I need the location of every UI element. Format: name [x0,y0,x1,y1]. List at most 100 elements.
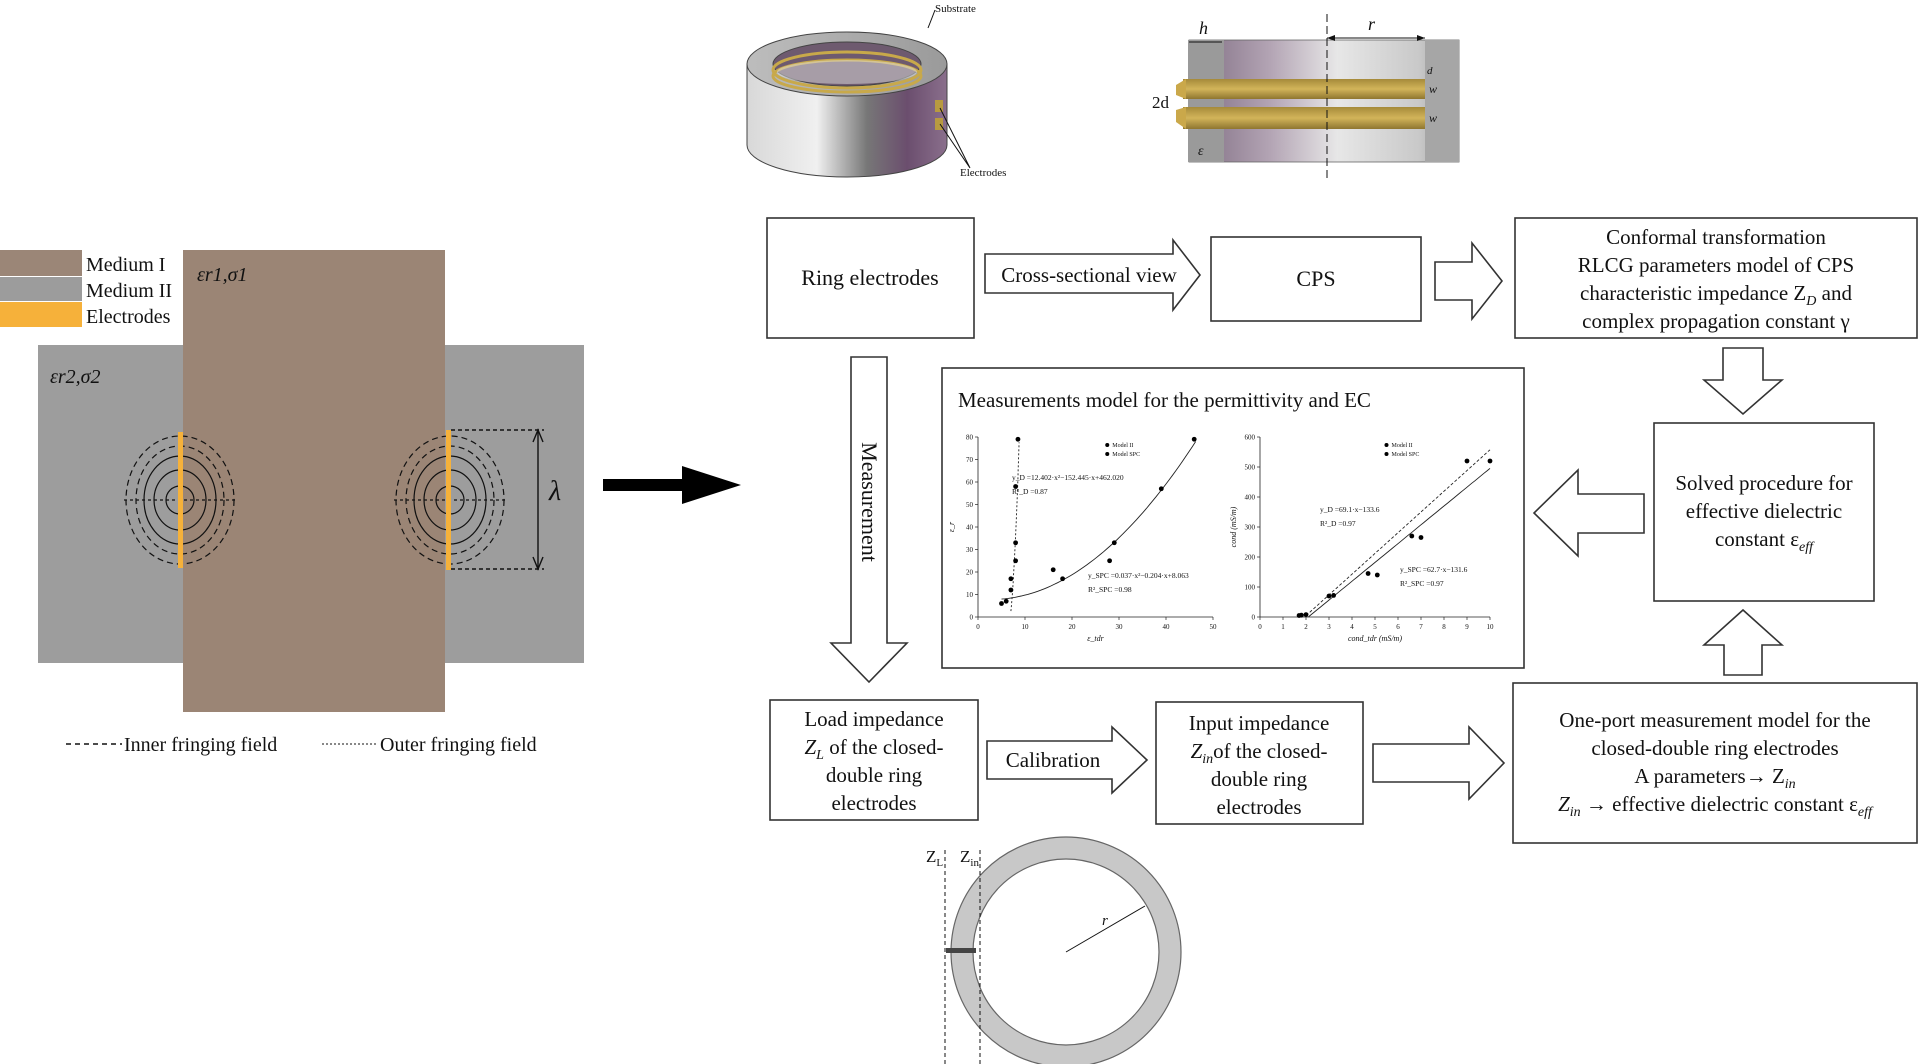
chart1-point-model-spc [1158,486,1164,492]
chart1-y-tick-label: 40 [966,524,974,532]
inner-field-label: Inner fringing field [124,734,277,756]
chart1-x-tick-label: 30 [1116,623,1124,631]
chart2-x-tick-label: 7 [1419,623,1423,631]
chart1-point-model-ii [1008,587,1014,593]
measurement-label: Measurement [857,442,882,562]
chart2-y-axis-label: cond (mS/m) [1229,506,1238,547]
arrow-input-to-oneport [1372,725,1506,801]
input-line-3: double ring [1211,767,1308,791]
load-line-3: double ring [826,763,923,787]
chart2-x-tick-label: 3 [1327,623,1331,631]
chart2-y-tick-label: 200 [1245,554,1256,562]
ring-electrode-3d [746,9,971,178]
chart1-y-axis-label: ε_r [947,521,956,532]
solved-line-2: effective dielectric [1686,499,1842,523]
ring-top-view [944,836,1182,1064]
electrodes-3d-label: Electrodes [960,167,1006,179]
cross-section-figure [1176,14,1460,180]
w2-label: w [1429,111,1437,125]
chart1-y-tick-label: 10 [966,591,974,599]
chart2-x-tick-label: 0 [1258,623,1262,631]
cps-box [1210,236,1422,322]
solved-line-3: constant εeff [1715,527,1815,555]
lambda-dimension [451,428,544,571]
legend-medium2: Medium II [86,280,172,302]
cross-sectional-arrow [984,237,1202,313]
load-impedance-box [769,699,979,821]
chart1-y-tick-label: 0 [970,614,974,622]
ring-electrodes-label: Ring electrodes [801,265,938,290]
chart1-y-tick-label: 30 [966,546,974,554]
solved-procedure-box [1653,422,1875,602]
chart1-point-model-spc [1107,558,1112,564]
chart2-point-model-spc [1299,612,1304,618]
medium1-symbol: εr1,σ1 [197,264,248,286]
chart1-annotation: R²_D =0.87 [1012,487,1048,496]
chart1-y-tick-label: 60 [966,479,974,487]
zl-label: ZL [926,847,943,869]
chart1-annotation: y_SPC =0.037·x²−0.204·x+8.063 [1088,571,1189,580]
chart1-y-tick-label: 70 [966,456,974,464]
medium2-symbol: εr2,σ2 [50,366,101,388]
measurement-arrow [829,356,909,684]
chart2-legend-marker [1384,443,1389,447]
chart2-x-tick-label: 2 [1304,623,1308,631]
chart2-x-tick-label: 8 [1442,623,1446,631]
legend-swatch-medium2 [0,277,82,301]
input-line-1: Input impedance [1189,711,1330,735]
legend-medium1: Medium I [86,254,165,276]
chart2-y-tick-label: 500 [1245,464,1256,472]
h-label: h [1199,18,1208,38]
chart2-point-model-ii [1326,593,1332,599]
chart2-x-tick-label: 6 [1396,623,1400,631]
oneport-line-2: closed-double ring electrodes [1591,736,1838,760]
chart1-point-model-ii [1015,436,1021,442]
oneport-line-1: One-port measurement model for the [1559,708,1870,732]
electrode-left [178,432,183,568]
legend-electrodes: Electrodes [86,306,171,328]
chart1-point-model-ii [999,601,1004,606]
calibration-arrow [986,725,1149,795]
chart1-x-tick-label: 40 [1163,623,1171,631]
cps-label: CPS [1296,266,1335,291]
input-line-2: Zinof the closed- [1191,739,1328,767]
model-panel-title: Measurements model for the permittivity … [958,388,1371,412]
model-panel [941,367,1525,669]
medium1-region [183,250,445,712]
chart1-point-model-spc [1111,540,1117,546]
chart1-fit-curve-1 [1010,442,1020,612]
chart1-x-tick-label: 50 [1210,623,1218,631]
chart1-x-tick-label: 0 [976,623,980,631]
legend-swatch-electrodes [0,302,82,327]
input-line-4: electrodes [1216,795,1301,819]
chart2-legend-entry: Model II [1392,443,1413,449]
oneport-line-3: A parameters→ Zin [1634,764,1795,792]
chart1-legend-marker [1105,443,1110,447]
ring-electrodes-box [766,217,975,339]
chart2-x-tick-label: 5 [1373,623,1377,631]
chart2-x-tick-label: 9 [1465,623,1469,631]
chart2-fit-curve-1 [1305,449,1491,616]
chart2-annotation: R²_SPC =0.97 [1400,579,1444,588]
chart1-point-model-ii [1013,558,1018,564]
conformal-line-2: RLCG parameters model of CPS [1578,253,1854,277]
chart2-annotation: y_D =69.1·x−133.6 [1320,505,1380,514]
electrode-right [446,430,451,570]
chart1-point-model-ii [1013,484,1018,489]
chart1-point-model-ii [1008,576,1014,582]
chart2-legend-marker [1384,452,1389,456]
chart1-point-model-ii [1003,598,1009,604]
r-label: r [1368,14,1376,34]
calibration-label: Calibration [1006,748,1101,772]
zin-label: Zin [960,847,979,869]
d-label: d [1427,65,1433,77]
chart1-annotation: R²_SPC =0.98 [1088,585,1132,594]
substrate-label: Substrate [935,3,976,15]
chart1-legend-entry: Model II [1112,443,1133,449]
chart1-x-tick-label: 20 [1069,623,1077,631]
oneport-line-4: Zin → effective dielectric constant εeff [1558,792,1874,820]
conformal-line-4: complex propagation constant γ [1582,309,1850,333]
chart2-x-tick-label: 10 [1487,623,1495,631]
